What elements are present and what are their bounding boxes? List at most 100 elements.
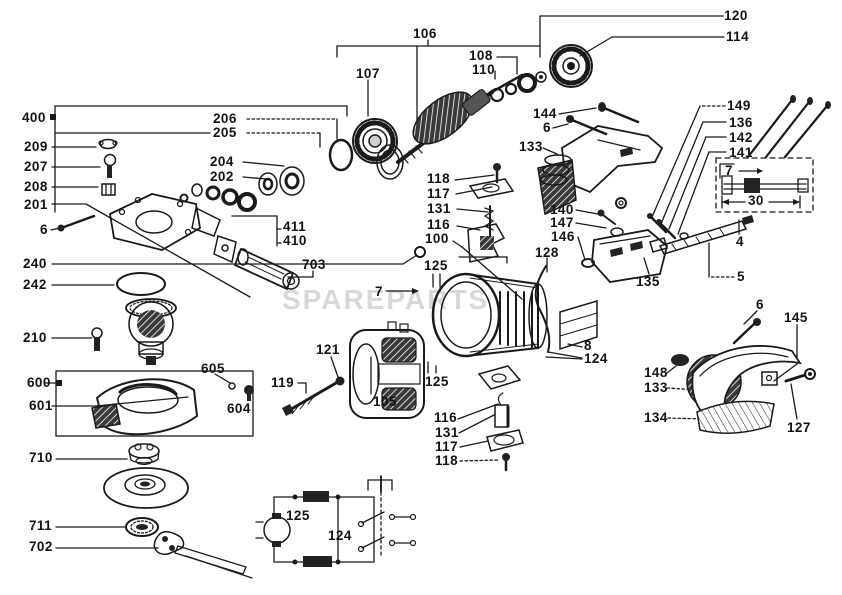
clamp-nut-711 [125,517,159,537]
part-label-411-24: 411 [283,219,306,234]
part-label-7-27: 7 [375,284,383,299]
wheel-guard [91,378,254,436]
part-label-110-5: 110 [472,62,495,77]
gear-107 [352,118,398,164]
part-label-136-55: 136 [729,115,753,130]
part-label-119-29: 119 [271,375,294,390]
grinding-disc [103,467,189,509]
part-label-604-32: 604 [227,401,251,416]
part-label-144-44: 144 [533,106,557,121]
watermark-text: SPAREPARTS [282,284,490,315]
part-label-142-56: 142 [729,130,753,145]
part-label-201-10: 201 [24,197,48,212]
part-label-206-20: 206 [213,111,237,126]
part-label-205-21: 205 [213,125,237,140]
part-label-702-19: 702 [29,539,53,554]
part-label-114-1: 114 [726,29,749,44]
screws-144-6 [566,102,640,136]
leader-lines [44,15,798,549]
part-label-146-49: 146 [551,229,575,244]
inner-flange-710 [128,443,160,466]
brush-parts-lower [477,365,524,472]
part-label-140-47: 140 [550,202,574,217]
part-label-400-6: 400 [22,110,46,125]
part-label-118-43: 118 [435,453,458,468]
part-label-134-67: 134 [644,410,668,425]
bearings-411-410 [179,183,257,212]
part-label-105-30: 105 [373,394,397,409]
part-label-141-57: 141 [729,145,753,160]
part-label-121-28: 121 [316,342,340,357]
part-label-5-61: 5 [737,269,745,284]
part-label-131-37: 131 [427,201,451,216]
fasteners-left [57,138,118,232]
gear-housing [109,193,237,264]
part-label-148-65: 148 [644,365,668,380]
part-label-125-68: 125 [286,508,310,523]
part-label-204-22: 204 [210,154,234,169]
part-label-131-41: 131 [435,425,459,440]
part-label-116-38: 116 [427,217,450,232]
part-label-711-18: 711 [29,518,52,533]
part-label-100-39: 100 [425,231,449,246]
part-label-133-46: 133 [519,139,543,154]
part-label-209-7: 209 [24,139,48,154]
part-label-605-31: 605 [201,361,225,376]
part-label-117-36: 117 [427,186,450,201]
detail-box-spindle [715,157,814,213]
part-label-127-64: 127 [787,420,811,435]
part-label-118-35: 118 [427,171,450,186]
part-label-6-45: 6 [543,120,551,135]
part-label-106-2: 106 [413,26,437,41]
o-ring-242 [116,246,426,296]
long-screw-119-121 [282,376,345,416]
part-label-30-59: 30 [748,193,764,208]
part-label-7-58: 7 [725,163,733,178]
rear-handle-group [671,318,816,434]
part-label-125-33: 125 [424,258,448,273]
part-label-108-4: 108 [469,48,493,63]
side-handle-703 [233,247,300,291]
part-label-107-3: 107 [356,66,380,81]
armature-assembly [396,71,547,164]
switch-135 [591,229,669,283]
retaining-rings [328,138,404,180]
part-label-6-62: 6 [756,297,764,312]
fan-bearing-flange [549,44,593,88]
part-label-8-52: 8 [584,338,592,353]
part-label-410-25: 410 [283,233,307,248]
part-label-133-66: 133 [644,380,668,395]
part-label-210-14: 210 [23,330,47,345]
cable-and-plate-8 [534,265,598,359]
part-label-6-11: 6 [40,222,48,237]
brush-parts-upper [467,163,515,263]
part-label-117-42: 117 [435,439,458,454]
part-label-125-34: 125 [425,374,449,389]
screws-right-cluster [615,95,831,240]
part-label-703-26: 703 [302,257,326,272]
part-label-601-16: 601 [29,398,53,413]
part-label-202-23: 202 [210,169,234,184]
part-label-242-13: 242 [23,277,47,292]
part-label-124-69: 124 [328,528,352,543]
part-label-149-54: 149 [727,98,751,113]
part-label-4-60: 4 [736,234,744,249]
part-label-240-12: 240 [23,256,47,271]
part-label-147-48: 147 [550,215,574,230]
pin-wrench-702 [153,531,253,579]
part-label-128-50: 128 [535,245,559,260]
part-label-120-0: 120 [724,8,748,23]
field-stator-105 [349,321,425,419]
part-label-710-17: 710 [29,450,53,465]
washers-204-202 [258,166,305,196]
part-label-135-51: 135 [636,274,660,289]
part-label-207-8: 207 [24,159,48,174]
part-label-600-15: 600 [27,375,51,390]
spindle-flange-unit [91,298,177,365]
part-label-145-63: 145 [784,310,808,325]
part-label-124-53: 124 [584,351,608,366]
wiring-schematic [255,475,417,567]
